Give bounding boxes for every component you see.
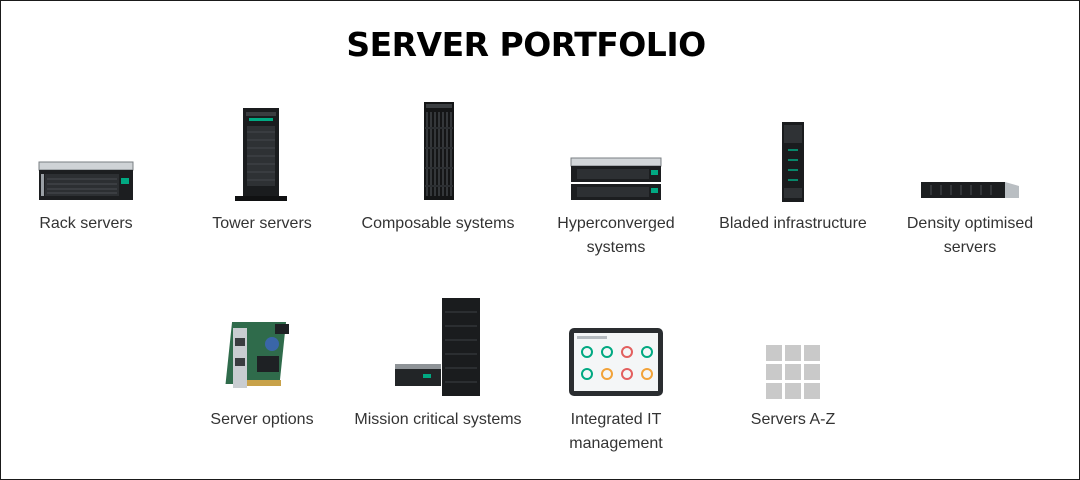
portfolio-label: Hyperconverged systems	[557, 215, 675, 256]
portfolio-label: Density optimised servers	[906, 215, 1034, 256]
portfolio-item-mission-critical-systems[interactable]: Mission critical systems	[353, 294, 523, 464]
portfolio-label: Mission critical systems	[354, 411, 522, 428]
portfolio-label: Composable systems	[361, 215, 515, 232]
portfolio-label: Integrated IT management	[569, 411, 663, 452]
composable-system-icon	[353, 98, 523, 208]
tablet-dashboard-icon	[531, 294, 701, 404]
page-title: SERVER PORTFOLIO	[346, 25, 706, 64]
density-server-icon	[885, 98, 1055, 208]
portfolio-item-composable-systems[interactable]: Composable systems	[353, 98, 523, 268]
portfolio-label: Bladed infrastructure	[719, 215, 867, 232]
portfolio-label: Server options	[210, 411, 314, 428]
portfolio-item-hyperconverged-systems[interactable]: Hyperconverged systems	[531, 98, 701, 268]
portfolio-item-servers-a-z[interactable]: Servers A-Z	[708, 294, 878, 464]
portfolio-item-server-options[interactable]: Server options	[177, 294, 347, 464]
blade-server-icon	[708, 98, 878, 208]
portfolio-label: Tower servers	[212, 215, 312, 232]
rack-server-icon	[1, 98, 171, 208]
portfolio-label: Servers A-Z	[750, 411, 836, 428]
portfolio-item-integrated-it-management[interactable]: Integrated IT management	[531, 294, 701, 464]
network-card-icon	[177, 294, 347, 404]
portfolio-item-rack-servers[interactable]: Rack servers	[1, 98, 171, 268]
portfolio-label: Rack servers	[39, 215, 133, 232]
grid-icon	[708, 294, 878, 404]
tower-server-icon	[177, 98, 347, 208]
portfolio-item-bladed-infrastructure[interactable]: Bladed infrastructure	[708, 98, 878, 268]
hyperconverged-system-icon	[531, 98, 701, 208]
portfolio-item-density-optimised-servers[interactable]: Density optimised servers	[885, 98, 1055, 268]
mission-critical-icon	[353, 294, 523, 404]
portfolio-item-tower-servers[interactable]: Tower servers	[177, 98, 347, 268]
